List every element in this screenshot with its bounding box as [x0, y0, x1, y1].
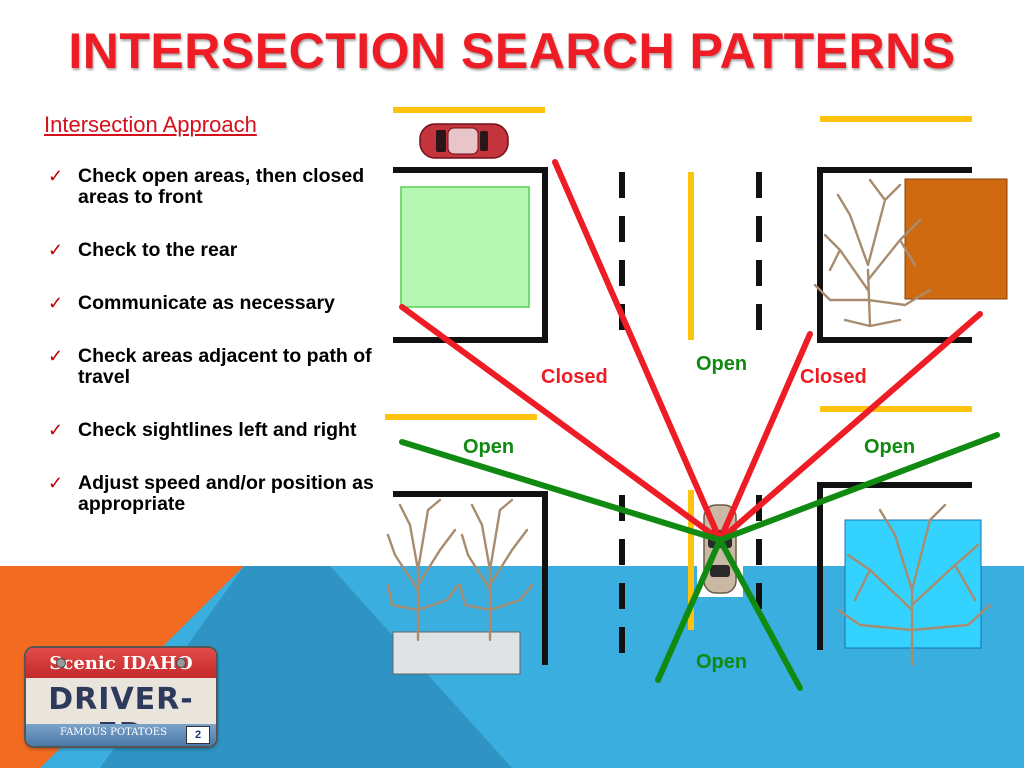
red-sightline [717, 331, 813, 543]
yellow-lane-lines [385, 107, 972, 630]
red-sightline [717, 311, 983, 543]
curb-lines [393, 167, 972, 665]
check-icon: ✓ [48, 420, 64, 440]
license-plate-logo: Scenic IDAHO DRIVER-ED FAMOUS POTATOES 2 [26, 648, 216, 746]
check-icon: ✓ [48, 240, 64, 260]
section-heading: Intersection Approach [44, 112, 257, 137]
open-right-label: Open [864, 436, 916, 458]
list-item: ✓Check to the rear [48, 239, 238, 261]
plate-motto: FAMOUS POTATOES [60, 727, 167, 738]
list-item: ✓Communicate as necessary [48, 292, 335, 314]
green-sightline [717, 537, 803, 691]
car-icon [419, 123, 509, 159]
plate-bottom-band [26, 724, 216, 746]
open-left-label: Open [463, 436, 515, 458]
sightlines [399, 159, 1000, 691]
red-sightline [552, 159, 723, 543]
checklist: ✓Check open areas, then closed areas to … [48, 166, 388, 547]
green-sightline [717, 432, 1000, 543]
plate-state: Scenic IDAHO [49, 653, 193, 674]
green-sightline [655, 537, 723, 683]
open-center-label: Open [696, 353, 748, 375]
check-icon: ✓ [48, 293, 64, 313]
green-sightline [399, 439, 723, 543]
closed-right-label: Closed [800, 366, 867, 388]
check-icon: ✓ [48, 473, 64, 493]
tree-icon [458, 498, 534, 642]
list-item: ✓Check open areas, then closed areas to … [48, 165, 365, 208]
bolt-icon [56, 658, 66, 668]
open-lot [400, 186, 530, 308]
list-item: ✓Adjust speed and/or position as appropr… [48, 472, 374, 515]
tree-icon [836, 503, 992, 667]
check-icon: ✓ [48, 166, 64, 186]
page-title: Intersection Search Patterns [68, 23, 956, 79]
open-bottom-label: Open [696, 651, 748, 673]
tree-icon [813, 178, 932, 328]
list-item: ✓Check sightlines left and right [48, 419, 357, 441]
tree-icon [386, 498, 460, 642]
list-item: ✓Check areas adjacent to path of travel [48, 345, 372, 388]
closed-left-label: Closed [541, 366, 608, 388]
building-icon [904, 178, 1008, 300]
plate-sticker: 2 [186, 726, 210, 744]
bolt-icon [176, 658, 186, 668]
red-sightline [399, 304, 723, 543]
planter-box [392, 631, 521, 675]
check-icon: ✓ [48, 346, 64, 366]
